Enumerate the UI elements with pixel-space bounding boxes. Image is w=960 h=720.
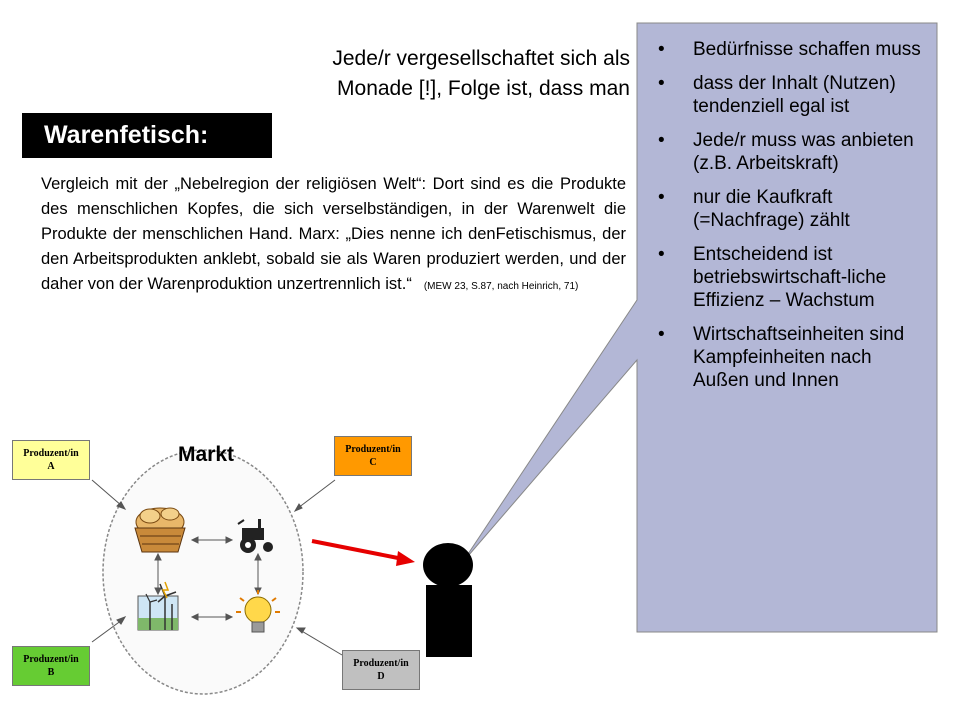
heading-line-2: Monade [!], Folge ist, dass man (337, 77, 630, 100)
arrowhead-internal-bottom-r (225, 613, 234, 621)
producer-box-b: Produzent/in B (12, 646, 90, 686)
person-body (426, 585, 472, 657)
red-arrow-line (311, 539, 404, 561)
quote-text: Vergleich mit der „Nebelregion der relig… (41, 175, 626, 293)
callout-item: dass der Inhalt (Nutzen) tendenziell ega… (650, 72, 930, 118)
producer-b-letter: B (47, 667, 55, 678)
arrowhead-internal-bottom-l (190, 613, 199, 621)
tractor-icon (237, 519, 273, 553)
light-bulb-icon (236, 590, 280, 633)
producer-d-letter: D (377, 671, 385, 682)
arrowhead-internal-top-r (225, 536, 234, 544)
arrow-c (297, 479, 336, 509)
heading-text: Jede/r vergesellschaftet sich als Monade… (200, 44, 630, 104)
arrowhead-d (295, 627, 306, 634)
producer-a-label: Produzent/in (23, 448, 79, 459)
arrowhead-internal-left-d (154, 587, 162, 596)
arrow-a (91, 479, 123, 507)
arrow-d (299, 629, 343, 656)
heading-line-1: Jede/r vergesellschaftet sich als (332, 47, 630, 70)
arrowhead-a (116, 501, 127, 510)
person-head (423, 543, 473, 587)
producer-d-label: Produzent/in (353, 658, 409, 669)
quote-citation: (MEW 23, S.87, nach Heinrich, 71) (423, 281, 579, 292)
page-title: Warenfetisch: (22, 113, 272, 158)
callout-item: Entscheidend ist betriebswirtschaft-lich… (650, 243, 930, 312)
callout-item: Bedürfnisse schaffen muss (650, 38, 930, 61)
producer-box-c: Produzent/in C (334, 436, 412, 476)
market-label: Markt (178, 443, 235, 466)
callout-item: nur die Kaufkraft (=Nachfrage) zählt (650, 186, 930, 232)
arrowhead-internal-right-u (254, 552, 262, 561)
callout-item: Wirtschaftseinheiten sind Kampfeinheiten… (650, 323, 930, 392)
red-arrowhead (396, 551, 415, 566)
bread-basket-icon (134, 507, 186, 553)
producer-a-letter: A (47, 461, 55, 472)
producer-box-d: Produzent/in D (342, 650, 420, 690)
producer-b-label: Produzent/in (23, 654, 79, 665)
arrowhead-internal-left-u (154, 552, 162, 561)
producer-c-label: Produzent/in (345, 444, 401, 455)
callout-list: Bedürfnisse schaffen muss dass der Inhal… (650, 38, 930, 403)
wind-turbines-icon (137, 581, 179, 631)
arrow-b (91, 619, 123, 643)
producer-box-a: Produzent/in A (12, 440, 90, 480)
market-oval (102, 449, 304, 695)
callout-item: Jede/r muss was anbieten (z.B. Arbeitskr… (650, 129, 930, 175)
arrowhead-internal-top-l (190, 536, 199, 544)
arrowhead-b (116, 616, 127, 625)
arrowhead-c (293, 503, 303, 513)
quote-block: Vergleich mit der „Nebelregion der relig… (41, 172, 626, 299)
producer-c-letter: C (369, 457, 377, 468)
